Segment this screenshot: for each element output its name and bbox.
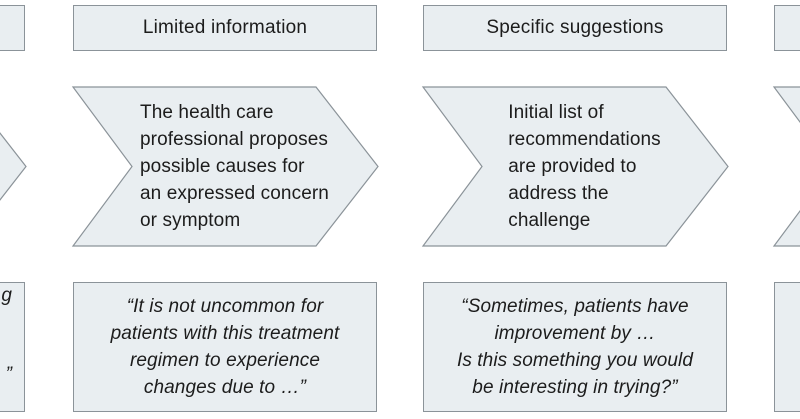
stage-header-box xyxy=(0,5,25,51)
stage-header-label: Specific suggestions xyxy=(486,17,664,38)
stage-chevron-label: Initial list of recommendations are prov… xyxy=(423,87,728,246)
stage-quote-box: g ” xyxy=(0,282,25,412)
stage-quote-box: “It is not uncommon for patients with th… xyxy=(73,282,377,412)
stage-quote-box xyxy=(774,282,800,412)
stage-header-box: Specific suggestions xyxy=(423,5,727,51)
stage-chevron-label: The health care professional proposes po… xyxy=(73,87,378,246)
stage-column-specific-suggestions: Specific suggestions Initial list of rec… xyxy=(421,0,729,419)
stage-column-next-partial xyxy=(772,0,800,419)
stage-chevron-arrow xyxy=(421,86,729,247)
stage-header-box xyxy=(774,5,800,51)
stage-chevron-arrow xyxy=(0,132,27,201)
stage-quote-text: “It is not uncommon for patients with th… xyxy=(110,296,340,398)
stage-chevron-text: Initial list of recommendations are prov… xyxy=(508,102,661,231)
stage-header-box: Limited information xyxy=(73,5,377,51)
quote-fragment: g xyxy=(1,285,12,306)
stage-column-previous-partial: g ” xyxy=(0,0,27,419)
stage-chevron-arrow xyxy=(772,86,800,247)
stage-quote-box: “Sometimes, patients have improvement by… xyxy=(423,282,727,412)
stage-chevron-text: The health care professional proposes po… xyxy=(140,102,329,231)
stage-column-limited-information: Limited information The health care prof… xyxy=(71,0,379,419)
stage-quote-text: “Sometimes, patients have improvement by… xyxy=(456,296,694,398)
stage-header-label: Limited information xyxy=(142,17,308,38)
stage-chevron-arrow xyxy=(71,86,379,247)
quote-fragment: ” xyxy=(5,364,12,385)
